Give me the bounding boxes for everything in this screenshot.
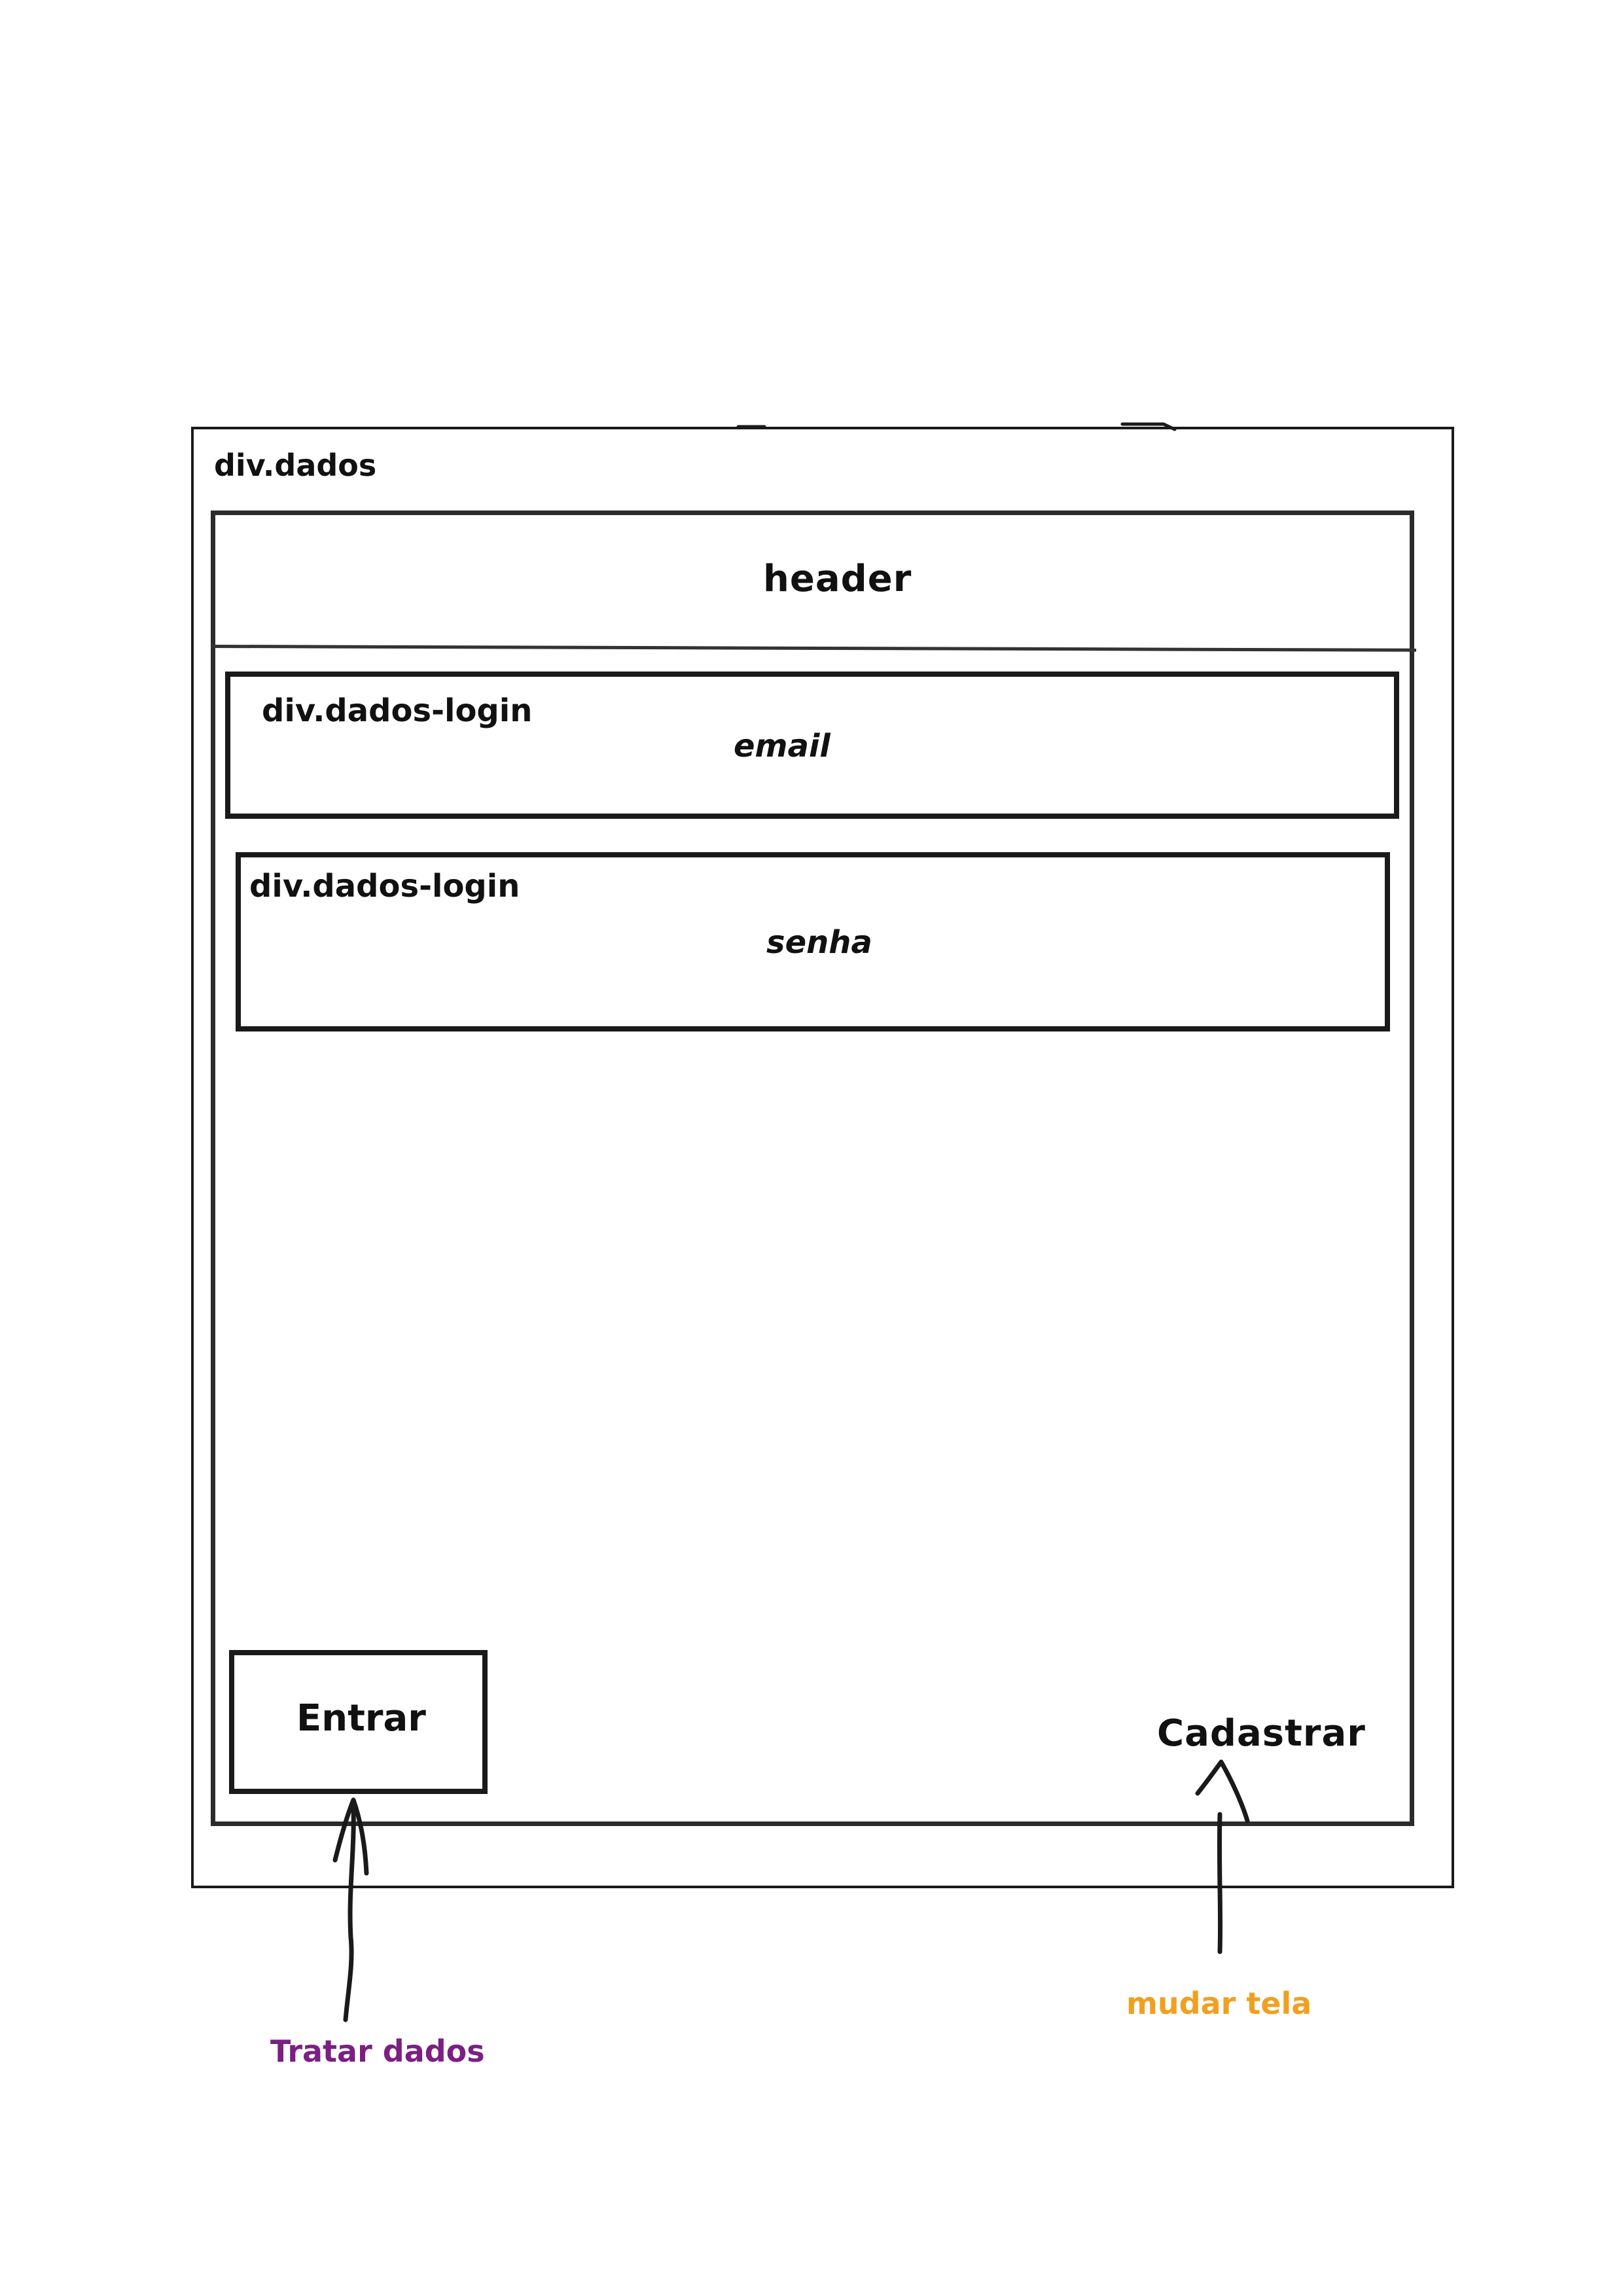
header-label: header <box>763 558 912 600</box>
email-login-label: div.dados-login <box>262 692 533 729</box>
form-frame <box>211 511 1414 1826</box>
entrar-button[interactable] <box>229 1650 488 1794</box>
senha-login-box[interactable] <box>236 852 1390 1031</box>
email-field-label: email <box>734 728 830 764</box>
entrar-button-label: Entrar <box>296 1697 426 1740</box>
div-dados-container <box>191 427 1454 1888</box>
tratar-dados-annotation: Tratar dados <box>270 2034 485 2069</box>
div-dados-label: div.dados <box>214 448 377 483</box>
cadastrar-button[interactable]: Cadastrar <box>1157 1712 1366 1755</box>
senha-login-label: div.dados-login <box>249 868 520 905</box>
email-login-box[interactable] <box>225 672 1399 819</box>
senha-field-label: senha <box>766 924 872 961</box>
mudar-tela-annotation: mudar tela <box>1126 1986 1312 2021</box>
